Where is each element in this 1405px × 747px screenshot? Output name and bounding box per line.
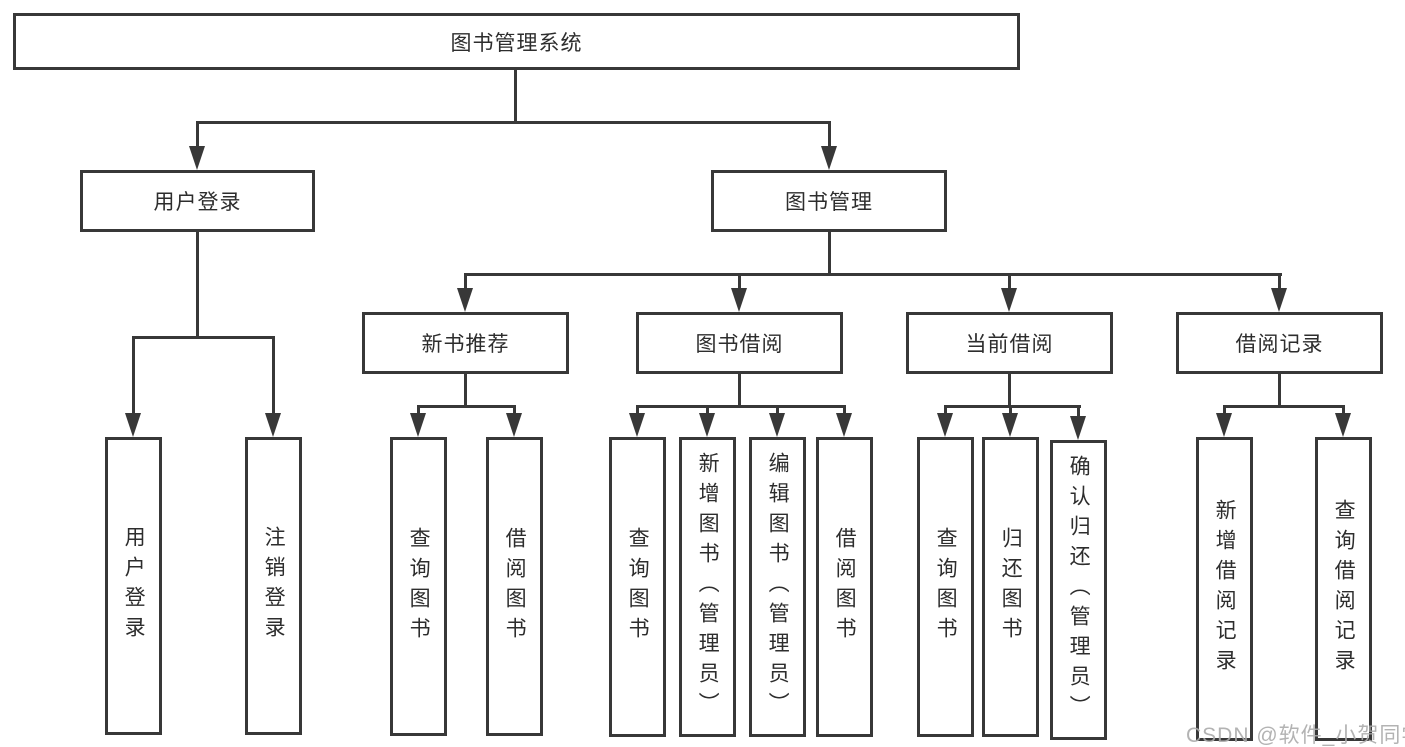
arrow-down-icon bbox=[769, 413, 785, 437]
arrow-down-icon bbox=[410, 413, 426, 437]
node-book-borrowing: 图书借阅 bbox=[636, 312, 843, 374]
arrow-down-icon bbox=[629, 413, 645, 437]
node-return-book-label: 归还图书 bbox=[999, 527, 1023, 647]
node-newbook-borrow-book-label: 借阅图书 bbox=[503, 526, 527, 647]
node-library-system: 图书管理系统 bbox=[13, 13, 1020, 70]
arrow-down-icon bbox=[699, 413, 715, 437]
connector-line bbox=[1223, 405, 1345, 408]
arrow-down-icon bbox=[189, 146, 205, 170]
arrow-down-icon bbox=[1002, 413, 1018, 437]
arrow-down-icon bbox=[731, 288, 747, 312]
node-newbook-query-book: 查询图书 bbox=[390, 437, 447, 736]
connector-line bbox=[944, 405, 1081, 408]
node-edit-book-admin-label: 编辑图书（管理员） bbox=[766, 452, 790, 722]
node-borrowing-borrow-book: 借阅图书 bbox=[816, 437, 873, 737]
node-current-query-book-label: 查询图书 bbox=[934, 527, 958, 647]
connector-line bbox=[464, 374, 467, 407]
arrow-down-icon bbox=[836, 413, 852, 437]
connector-line bbox=[636, 405, 639, 415]
connector-line bbox=[636, 405, 846, 408]
arrow-down-icon bbox=[125, 413, 141, 437]
node-new-book-recommendation-label: 新书推荐 bbox=[421, 333, 510, 356]
connector-line bbox=[738, 374, 741, 407]
arrow-down-icon bbox=[1001, 288, 1017, 312]
connector-line bbox=[828, 121, 831, 147]
connector-line bbox=[272, 336, 275, 414]
connector-line bbox=[828, 232, 831, 275]
node-query-borrow-record: 查询借阅记录 bbox=[1315, 437, 1372, 741]
node-new-book-recommendation: 新书推荐 bbox=[362, 312, 569, 374]
node-logout-label: 注销登录 bbox=[262, 526, 286, 646]
connector-line bbox=[132, 336, 275, 339]
node-current-borrowing-label: 当前借阅 bbox=[965, 333, 1054, 356]
arrow-down-icon bbox=[265, 413, 281, 437]
node-confirm-return-admin-label: 确认归还（管理员） bbox=[1067, 455, 1091, 725]
connector-line bbox=[738, 273, 741, 291]
node-borrowing-query-book: 查询图书 bbox=[609, 437, 666, 737]
connector-line bbox=[464, 273, 1282, 276]
connector-line bbox=[417, 405, 516, 408]
connector-line bbox=[1223, 405, 1226, 415]
node-confirm-return-admin: 确认归还（管理员） bbox=[1050, 440, 1107, 740]
node-user-login: 用户登录 bbox=[80, 170, 315, 232]
node-book-management: 图书管理 bbox=[711, 170, 947, 232]
node-newbook-borrow-book: 借阅图书 bbox=[486, 437, 543, 736]
node-borrowing-query-book-label: 查询图书 bbox=[626, 527, 650, 647]
node-return-book: 归还图书 bbox=[982, 437, 1039, 737]
connector-line bbox=[1008, 273, 1011, 291]
connector-line bbox=[1008, 374, 1011, 407]
connector-line bbox=[514, 70, 517, 122]
connector-line bbox=[196, 121, 199, 147]
node-library-system-label: 图书管理系统 bbox=[450, 31, 583, 55]
connector-line bbox=[1278, 374, 1281, 407]
node-add-book-admin-label: 新增图书（管理员） bbox=[696, 452, 720, 722]
node-borrowing-borrow-book-label: 借阅图书 bbox=[833, 527, 857, 647]
csdn-watermark: CSDN @软件_小贺同学 bbox=[1186, 724, 1405, 747]
node-edit-book-admin: 编辑图书（管理员） bbox=[749, 437, 806, 737]
connector-line bbox=[132, 336, 135, 414]
connector-line bbox=[1009, 405, 1012, 415]
node-newbook-query-book-label: 查询图书 bbox=[407, 526, 431, 647]
connector-line bbox=[843, 405, 846, 415]
node-book-borrowing-label: 图书借阅 bbox=[695, 333, 784, 356]
node-current-borrowing: 当前借阅 bbox=[906, 312, 1113, 374]
arrow-down-icon bbox=[1216, 413, 1232, 437]
node-login-label: 用户登录 bbox=[122, 526, 146, 646]
connector-line bbox=[417, 405, 420, 415]
node-user-login-label: 用户登录 bbox=[153, 191, 242, 214]
arrow-down-icon bbox=[1335, 413, 1351, 437]
connector-line bbox=[706, 405, 709, 415]
node-current-query-book: 查询图书 bbox=[917, 437, 974, 737]
connector-line bbox=[1077, 405, 1080, 417]
connector-line bbox=[944, 405, 947, 415]
connector-line bbox=[1342, 405, 1345, 415]
connector-line bbox=[1278, 273, 1281, 291]
node-login: 用户登录 bbox=[105, 437, 162, 735]
arrow-down-icon bbox=[1070, 416, 1086, 440]
node-borrowing-records-label: 借阅记录 bbox=[1235, 333, 1324, 356]
arrow-down-icon bbox=[937, 413, 953, 437]
connector-line bbox=[464, 273, 467, 291]
connector-line bbox=[776, 405, 779, 415]
arrow-down-icon bbox=[1271, 288, 1287, 312]
connector-line bbox=[196, 232, 199, 338]
connector-line bbox=[513, 405, 516, 415]
node-book-management-label: 图书管理 bbox=[785, 191, 873, 214]
node-query-borrow-record-label: 查询借阅记录 bbox=[1332, 499, 1356, 679]
arrow-down-icon bbox=[457, 288, 473, 312]
node-borrowing-records: 借阅记录 bbox=[1176, 312, 1383, 374]
node-logout: 注销登录 bbox=[245, 437, 302, 735]
arrow-down-icon bbox=[506, 413, 522, 437]
connector-line bbox=[196, 121, 831, 124]
node-add-book-admin: 新增图书（管理员） bbox=[679, 437, 736, 737]
arrow-down-icon bbox=[821, 146, 837, 170]
node-add-borrow-record: 新增借阅记录 bbox=[1196, 437, 1253, 741]
node-add-borrow-record-label: 新增借阅记录 bbox=[1213, 499, 1237, 679]
